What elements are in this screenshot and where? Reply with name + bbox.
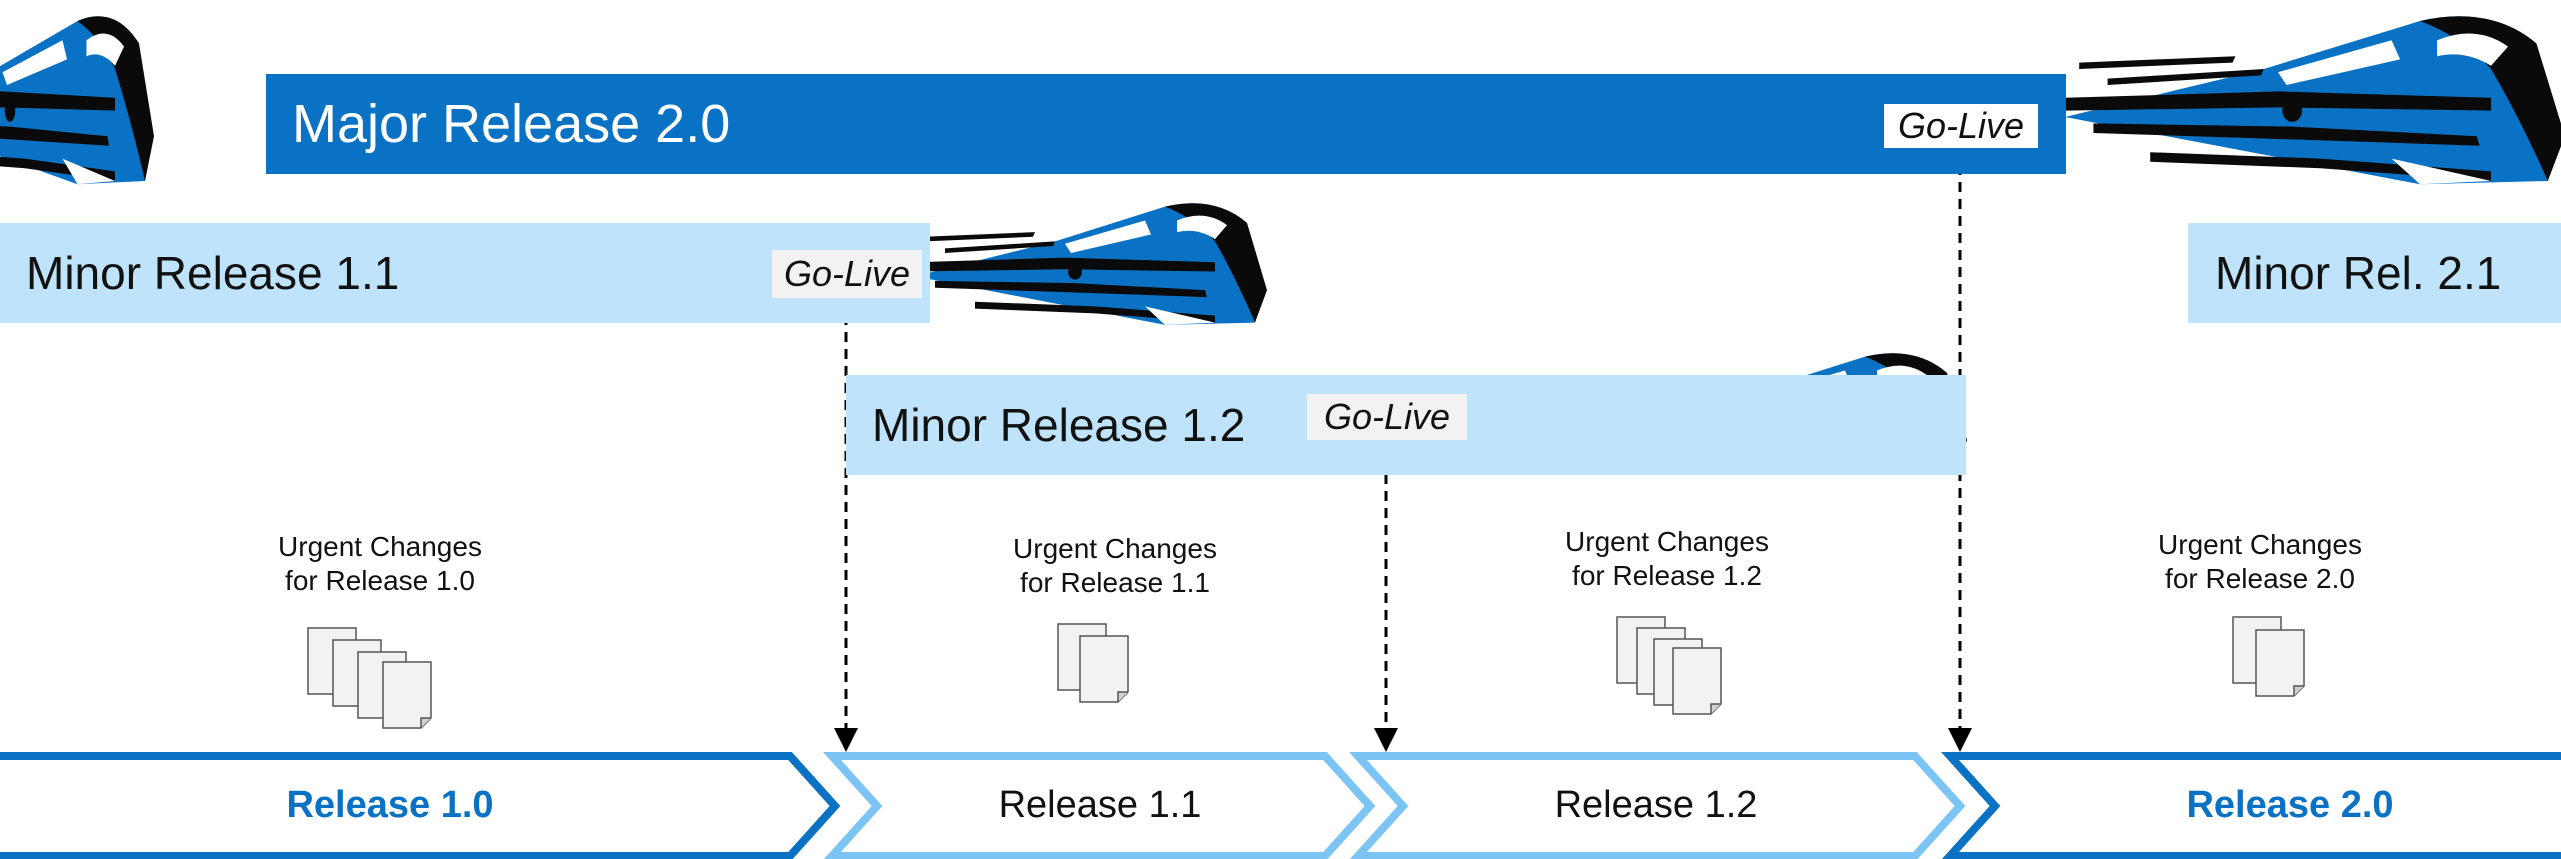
urgent-changes-line2: for Release 1.2 [1572,560,1762,591]
document-stack-icon [307,627,432,729]
minor-release-2-1-label: Minor Rel. 2.1 [2215,247,2502,299]
minor-release-1-2-label: Minor Release 1.2 [872,399,1246,451]
minor-release-1-1-label: Minor Release 1.1 [26,247,400,299]
document-stack-icon [1616,616,1722,715]
release-1-0-label: Release 1.0 [286,784,494,826]
release-2-0-label: Release 2.0 [2186,784,2394,826]
chevron-release-1-2 [1349,752,1966,859]
golive-arrow-1-1 [834,298,858,752]
urgent-changes-1-2: Urgent Changes for Release 1.2 [1527,525,1807,593]
urgent-changes-line1: Urgent Changes [2158,529,2362,560]
urgent-changes-1-0: Urgent Changes for Release 1.0 [240,530,520,598]
urgent-changes-2-0: Urgent Changes for Release 2.0 [2120,528,2400,596]
document-stack-icon [2232,616,2305,697]
urgent-changes-line2: for Release 1.1 [1020,567,1210,598]
chevron-release-1-1 [823,752,1376,859]
chevron-release-1-0 [0,752,841,859]
major-release-label: Major Release 2.0 [292,94,731,154]
chevron-release-2-0 [1941,752,2561,859]
minor-release-2-1-bar: Minor Rel. 2.1 [2188,223,2561,323]
golive-arrow-1-2 [1374,440,1398,752]
urgent-changes-line1: Urgent Changes [1013,533,1217,564]
urgent-changes-line2: for Release 2.0 [2165,563,2355,594]
urgent-changes-line1: Urgent Changes [1565,526,1769,557]
golive-label-1-2: Go-Live [1307,394,1467,440]
document-stack-icon [1057,623,1129,703]
release-1-2-label: Release 1.2 [1554,784,1758,826]
train-icon [0,16,154,185]
train-icon [915,203,1267,325]
release-1-1-label: Release 1.1 [998,784,1202,826]
train-icon [2065,16,2561,185]
urgent-changes-line2: for Release 1.0 [285,565,475,596]
urgent-changes-line1: Urgent Changes [278,531,482,562]
golive-label-2-0: Go-Live [1884,104,2038,148]
golive-label-1-1: Go-Live [772,250,922,298]
major-release-bar: Major Release 2.0 [266,74,2066,174]
urgent-changes-1-1: Urgent Changes for Release 1.1 [975,532,1255,600]
